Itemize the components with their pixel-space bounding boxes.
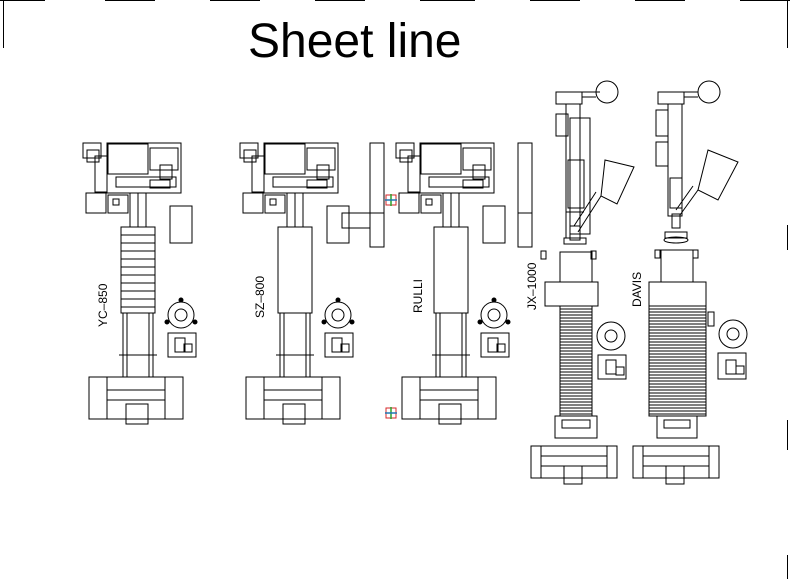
- side-border-marks: [3, 0, 788, 579]
- label-sz800: SZ–800: [253, 276, 267, 318]
- bellows-yc850: [121, 234, 155, 308]
- machine-yc850: [82, 142, 198, 425]
- bellows-davis: [649, 308, 706, 415]
- label-rulli: RULLI: [411, 279, 425, 313]
- bellows-jx1000: [560, 308, 592, 415]
- marker-bottom: [385, 407, 397, 419]
- label-jx1000: JX–1000: [525, 262, 539, 310]
- label-yc850: YC–850: [96, 283, 110, 327]
- side-bars-rulli: [341, 142, 533, 248]
- label-davis: DAVIS: [630, 272, 644, 307]
- machine-jx1000: [530, 80, 635, 485]
- machine-davis: [632, 80, 748, 485]
- page-title: Sheet line: [248, 15, 462, 68]
- marker-top: [385, 194, 397, 206]
